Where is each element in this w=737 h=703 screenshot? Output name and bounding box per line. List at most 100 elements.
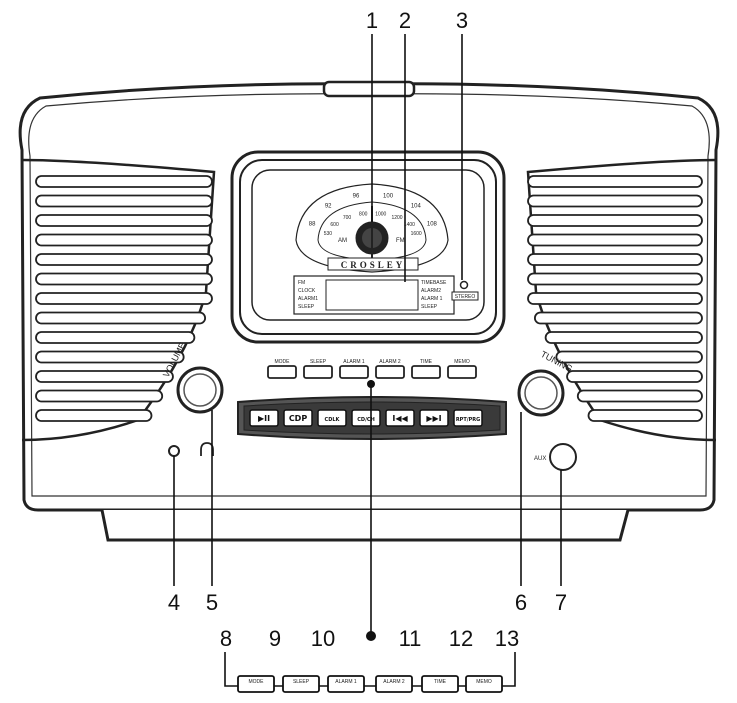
display-right-label: ALARM2 (421, 288, 441, 294)
transport-button-label: ▶II (258, 414, 270, 423)
left-speaker-grille (21, 158, 216, 442)
aux-label: AUX (534, 456, 546, 462)
grille-slat (35, 214, 213, 227)
legend-button (327, 675, 365, 693)
dial-bottom-label: 800 (359, 211, 368, 217)
tuning-dial-scale: 88 92 96 100 104 108 530 600 700 800 1000 12001400… (295, 183, 449, 273)
display-right-label: TIMEBASE (421, 280, 447, 286)
transport-button[interactable] (351, 409, 381, 427)
top-button-label: ALARM 1 (343, 359, 365, 365)
grille-slat (35, 272, 213, 286)
callout-9: 9 (269, 626, 281, 651)
top-button[interactable] (267, 365, 297, 379)
top-button[interactable] (339, 365, 369, 379)
grille-slat (533, 311, 703, 325)
grille-slat (35, 350, 185, 364)
transport-button[interactable] (317, 409, 347, 427)
top-button-label: MODE (275, 359, 291, 365)
transport-button[interactable] (419, 409, 449, 427)
dial-bottom-label: 1400 (404, 222, 415, 228)
transport-button-label: RPT/PRG (456, 417, 480, 423)
button-group-dot-bottom (366, 631, 376, 641)
transport-button[interactable] (283, 409, 313, 427)
legend-button-label: TIME (434, 679, 447, 685)
transport-button-label: I◀◀ (392, 414, 408, 423)
top-button[interactable] (411, 365, 441, 379)
dial-bottom-label: 1200 (391, 215, 402, 221)
transport-button[interactable] (249, 409, 279, 427)
stereo-indicator-led (459, 280, 469, 290)
grille-slat (527, 253, 703, 266)
top-button-label: TIME (420, 359, 433, 365)
legend-button-label: ALARM 2 (383, 679, 405, 685)
grille-slat (35, 233, 213, 247)
top-button-label: SLEEP (310, 359, 327, 365)
grille-slat (527, 214, 703, 227)
legend-button (375, 675, 413, 693)
grille-slat (527, 272, 703, 286)
right-speaker-grille (526, 158, 717, 442)
headphone-jack[interactable] (168, 445, 180, 457)
grille-slat (35, 331, 196, 344)
button-group-dot-top (367, 380, 375, 388)
dial-band-left: AM (338, 238, 347, 244)
callout-1: 1 (366, 8, 378, 33)
transport-button-label: CDP (289, 414, 308, 423)
tuning-knob[interactable] (517, 369, 565, 417)
callout-7: 7 (555, 590, 567, 615)
legend-button-label: ALARM 1 (335, 679, 357, 685)
callout-6: 6 (515, 590, 527, 615)
grille-slat (566, 370, 703, 383)
display-left-label: CLOCK (298, 288, 316, 294)
grille-slat (527, 292, 703, 305)
top-button-label: ALARM 2 (379, 359, 401, 365)
grille-slat (527, 175, 703, 188)
dial-top-label: 108 (427, 222, 438, 228)
dial-top-label: 96 (353, 193, 360, 199)
dial-bottom-label: 1000 (375, 211, 386, 217)
dial-top-label: 100 (383, 193, 394, 199)
top-button[interactable] (375, 365, 405, 379)
dial-bottom-label: 530 (324, 231, 333, 237)
dial-top-label: 92 (325, 204, 332, 210)
legend-button (282, 675, 320, 693)
display-left-label: SLEEP (298, 304, 315, 310)
legend-button-label: SLEEP (293, 679, 310, 685)
top-button-row: MODE SLEEP ALARM 1 ALARM 2 TIME MEMO (267, 359, 477, 379)
transport-button[interactable] (385, 409, 415, 427)
legend-bracket (224, 652, 516, 687)
top-button-label: MEMO (454, 359, 470, 365)
display-left-label: ALARM1 (298, 296, 318, 302)
callout-11: 11 (399, 626, 422, 651)
volume-knob[interactable] (176, 366, 224, 414)
dial-bottom-label: 1600 (411, 231, 422, 237)
aux-jack[interactable] (549, 443, 577, 471)
stereo-label: STEREO (455, 294, 476, 300)
display-right-label: ALARM 1 (421, 296, 443, 302)
brand-logo: CROSLEY (341, 260, 406, 270)
top-button[interactable] (447, 365, 477, 379)
dial-bottom-label: 700 (343, 215, 352, 221)
transport-button[interactable] (453, 409, 483, 427)
display-left-label: FM (298, 280, 305, 286)
top-handle (322, 80, 416, 98)
callout-2: 2 (399, 8, 411, 33)
dial-band-right: FM (396, 238, 405, 244)
grille-slat (35, 175, 213, 188)
grille-slat (35, 409, 153, 422)
callout-10: 10 (311, 626, 335, 651)
dial-top-label: 104 (411, 204, 422, 210)
grille-slat (587, 409, 703, 422)
dial-top-label: 88 (309, 222, 316, 228)
callout-13: 13 (495, 626, 519, 651)
dial-bottom-label: 600 (330, 222, 339, 228)
top-button[interactable] (303, 365, 333, 379)
callout-5: 5 (206, 590, 218, 615)
grille-slat (576, 389, 703, 403)
legend-button (421, 675, 459, 693)
grille-slat (527, 233, 703, 247)
callout-12: 12 (449, 626, 473, 651)
